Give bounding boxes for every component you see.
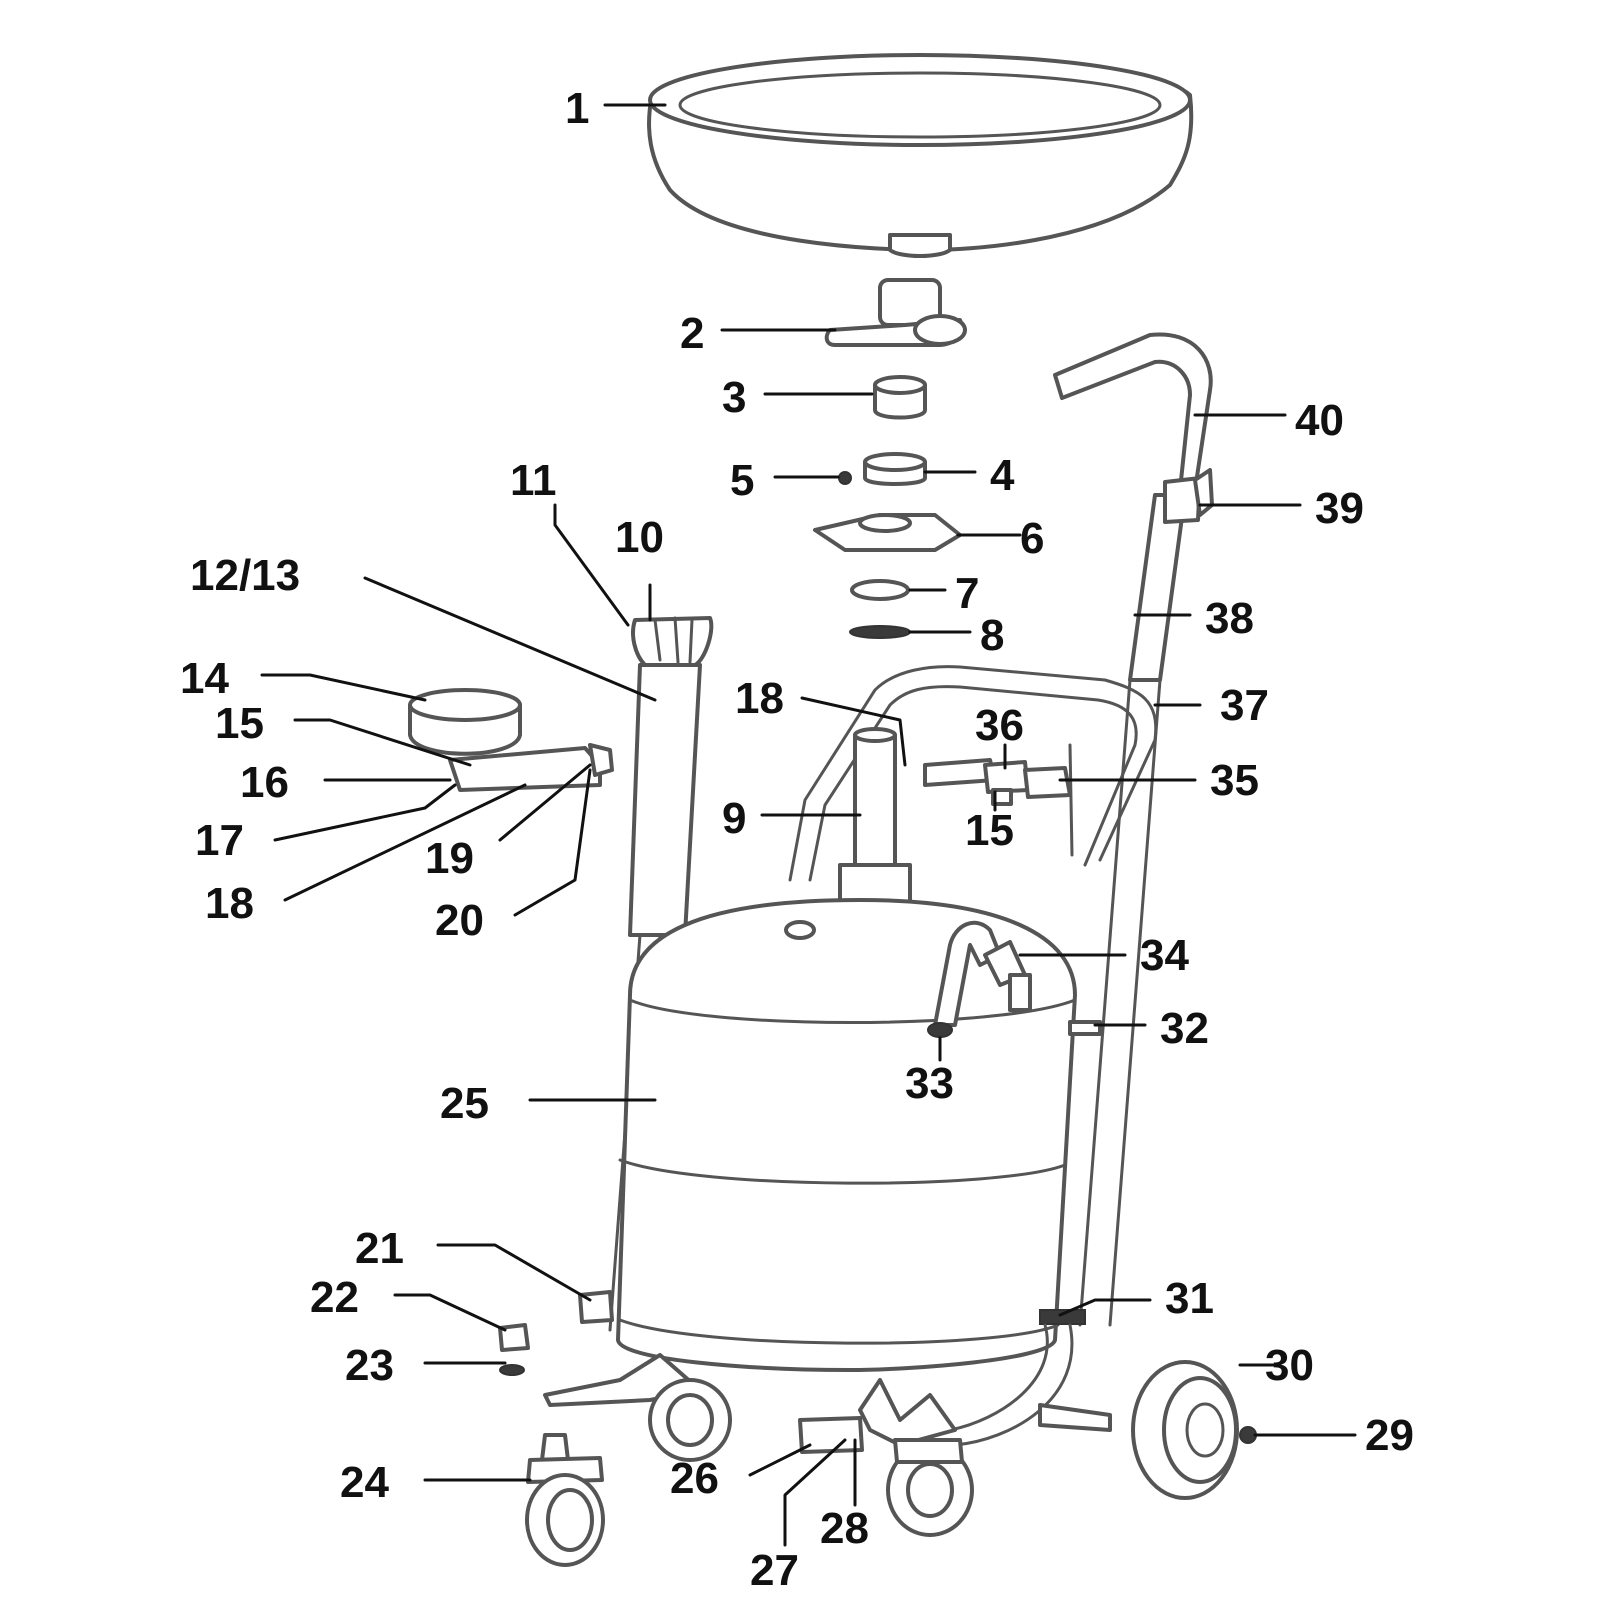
callout-18-left: 18 bbox=[205, 879, 254, 928]
part-lower-clamp bbox=[1039, 1309, 1086, 1325]
part-swivel-caster bbox=[525, 1433, 605, 1567]
callout-36: 36 bbox=[975, 701, 1024, 750]
callout-5: 5 bbox=[730, 456, 754, 505]
callout-3: 3 bbox=[722, 373, 746, 422]
callout-31: 31 bbox=[1165, 1274, 1214, 1323]
part-nut bbox=[863, 452, 927, 486]
callout-27: 27 bbox=[750, 1546, 799, 1595]
callout-19: 19 bbox=[425, 834, 474, 883]
callout-16: 16 bbox=[240, 758, 289, 807]
callout-4: 4 bbox=[990, 451, 1015, 500]
part-gasket-upper bbox=[850, 579, 910, 601]
callout-6: 6 bbox=[1020, 514, 1044, 563]
part-gasket-lower bbox=[849, 625, 911, 639]
part-suction-elbow bbox=[927, 920, 1032, 1038]
part-rear-wheel bbox=[1131, 1360, 1257, 1500]
callout-29: 29 bbox=[1365, 1411, 1414, 1460]
callout-18-right: 18 bbox=[735, 674, 784, 723]
callout-9: 9 bbox=[722, 794, 746, 843]
callout-22: 22 bbox=[310, 1273, 359, 1322]
part-flange-plate bbox=[813, 513, 962, 552]
callout-25: 25 bbox=[440, 1079, 489, 1128]
part-frame-loop bbox=[788, 665, 1158, 882]
callout-26: 26 bbox=[670, 1454, 719, 1503]
part-air-fittings bbox=[923, 743, 1074, 857]
callout-15-left: 15 bbox=[215, 699, 264, 748]
callout-labels: 1 2 3 4 5 6 7 8 9 10 11 12/13 14 15 16 1… bbox=[180, 84, 1414, 1595]
part-rear-caster bbox=[648, 1378, 732, 1462]
part-handle bbox=[1053, 332, 1214, 1327]
callout-12-13: 12/13 bbox=[190, 551, 300, 600]
part-drain-valve bbox=[824, 278, 967, 347]
callout-23: 23 bbox=[345, 1341, 394, 1390]
callout-14: 14 bbox=[180, 654, 229, 703]
callout-10: 10 bbox=[615, 513, 664, 562]
callout-15-right: 15 bbox=[965, 806, 1014, 855]
leader-lines bbox=[260, 103, 1357, 1547]
callout-1: 1 bbox=[565, 84, 589, 133]
callout-11: 11 bbox=[510, 456, 557, 505]
part-tank bbox=[616, 898, 1077, 1372]
callout-34: 34 bbox=[1140, 931, 1189, 980]
callout-30: 30 bbox=[1265, 1341, 1314, 1390]
callout-28: 28 bbox=[820, 1504, 869, 1553]
callout-32: 32 bbox=[1160, 1004, 1209, 1053]
part-riser-pipe bbox=[838, 727, 912, 917]
part-bushing bbox=[873, 375, 927, 420]
callout-37: 37 bbox=[1220, 681, 1269, 730]
callout-39: 39 bbox=[1315, 484, 1364, 533]
part-gauge-assembly bbox=[408, 688, 614, 792]
part-drain-pan bbox=[647, 53, 1194, 258]
callout-7: 7 bbox=[955, 569, 979, 618]
callout-21: 21 bbox=[355, 1224, 404, 1273]
callout-20: 20 bbox=[435, 896, 484, 945]
part-upper-clamp bbox=[1068, 1020, 1102, 1036]
callout-17: 17 bbox=[195, 816, 244, 865]
part-base-frame bbox=[543, 1290, 1112, 1454]
callout-33: 33 bbox=[905, 1059, 954, 1108]
part-small-ball bbox=[838, 471, 852, 485]
callout-40: 40 bbox=[1295, 396, 1344, 445]
part-cap bbox=[498, 1323, 530, 1376]
callout-38: 38 bbox=[1205, 594, 1254, 643]
callout-24: 24 bbox=[340, 1458, 389, 1507]
callout-8: 8 bbox=[980, 611, 1004, 660]
callout-2: 2 bbox=[680, 309, 704, 358]
callout-35: 35 bbox=[1210, 756, 1259, 805]
part-front-caster bbox=[886, 1438, 974, 1537]
